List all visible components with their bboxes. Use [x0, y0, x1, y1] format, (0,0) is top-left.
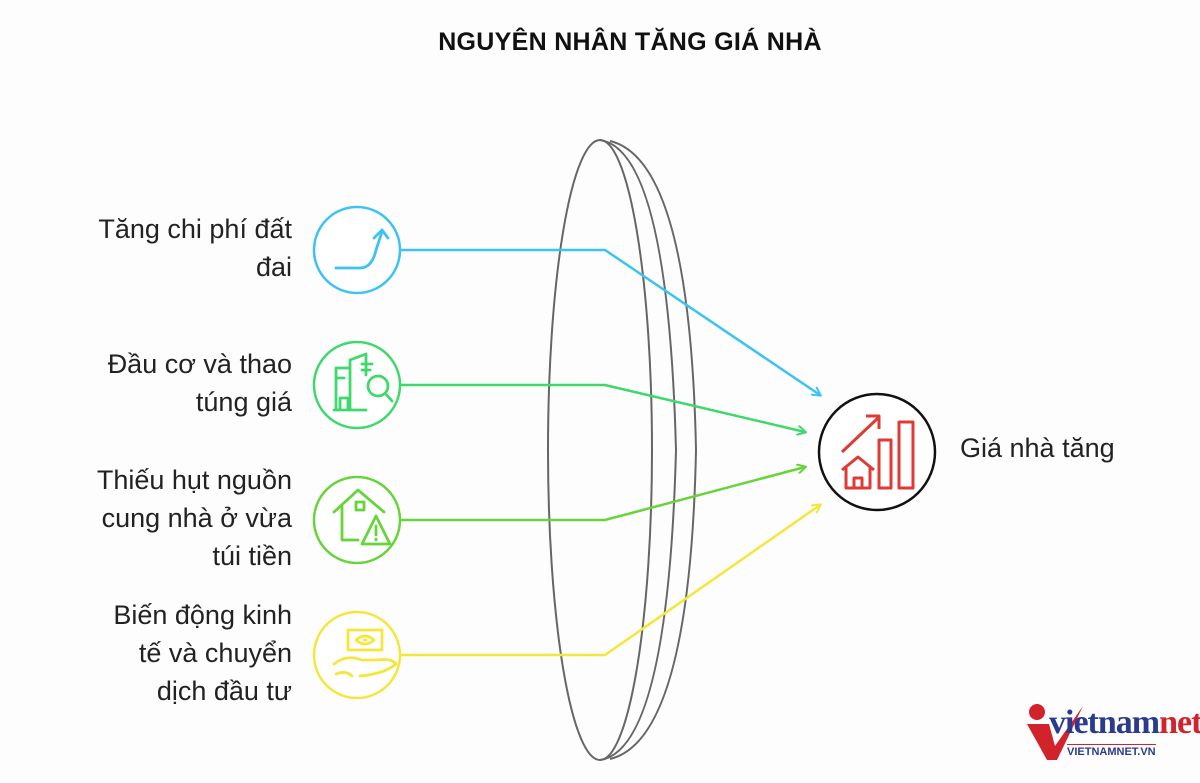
- cause-node: [312, 340, 402, 430]
- hand-money-icon: [332, 628, 398, 678]
- cause-label: Biến động kinh tế và chuyển dịch đầu tư: [32, 596, 292, 710]
- lens: [547, 139, 698, 761]
- cause-label-line: cung nhà ở vừa: [101, 503, 292, 533]
- diagram-title: NGUYÊN NHÂN TĂNG GIÁ NHÀ: [438, 28, 822, 56]
- cause-label: Tăng chi phí đất đai: [32, 210, 292, 286]
- cause-label-line: Đầu cơ và thao: [107, 349, 292, 379]
- connector-arrow: [400, 383, 805, 432]
- connector-arrow: [400, 505, 820, 657]
- cause-node: [312, 610, 402, 700]
- connector-arrow: [400, 248, 820, 395]
- result-node: [817, 392, 937, 512]
- connector-arrow: [400, 467, 805, 522]
- cause-node: [312, 205, 402, 295]
- cause-label-line: Tăng chi phí đất: [98, 214, 292, 244]
- buildings-search-icon: [332, 352, 394, 412]
- result-label: Giá nhà tăng: [960, 433, 1115, 463]
- rising-curve-icon: [334, 228, 390, 270]
- cause-label-line: đai: [255, 252, 292, 282]
- cause-label: Đầu cơ và thao túng giá: [32, 345, 292, 421]
- cause-label-line: túng giá: [195, 387, 292, 417]
- cause-label-line: dịch đầu tư: [156, 676, 292, 706]
- cause-node: [312, 475, 402, 565]
- cause-label-line: tế và chuyển: [138, 638, 292, 668]
- cause-label-line: túi tiền: [212, 541, 292, 571]
- house-warning-icon: [332, 488, 392, 546]
- cause-label-line: Thiếu hụt nguồn: [96, 465, 292, 495]
- vietnamnet-logo: vietnamnet VIETNAMNET.VN: [1025, 702, 1200, 762]
- cause-label-line: Biến động kinh: [113, 600, 292, 630]
- cause-label: Thiếu hụt nguồn cung nhà ở vừa túi tiền: [32, 461, 292, 575]
- house-chart-rising-icon: [840, 414, 915, 490]
